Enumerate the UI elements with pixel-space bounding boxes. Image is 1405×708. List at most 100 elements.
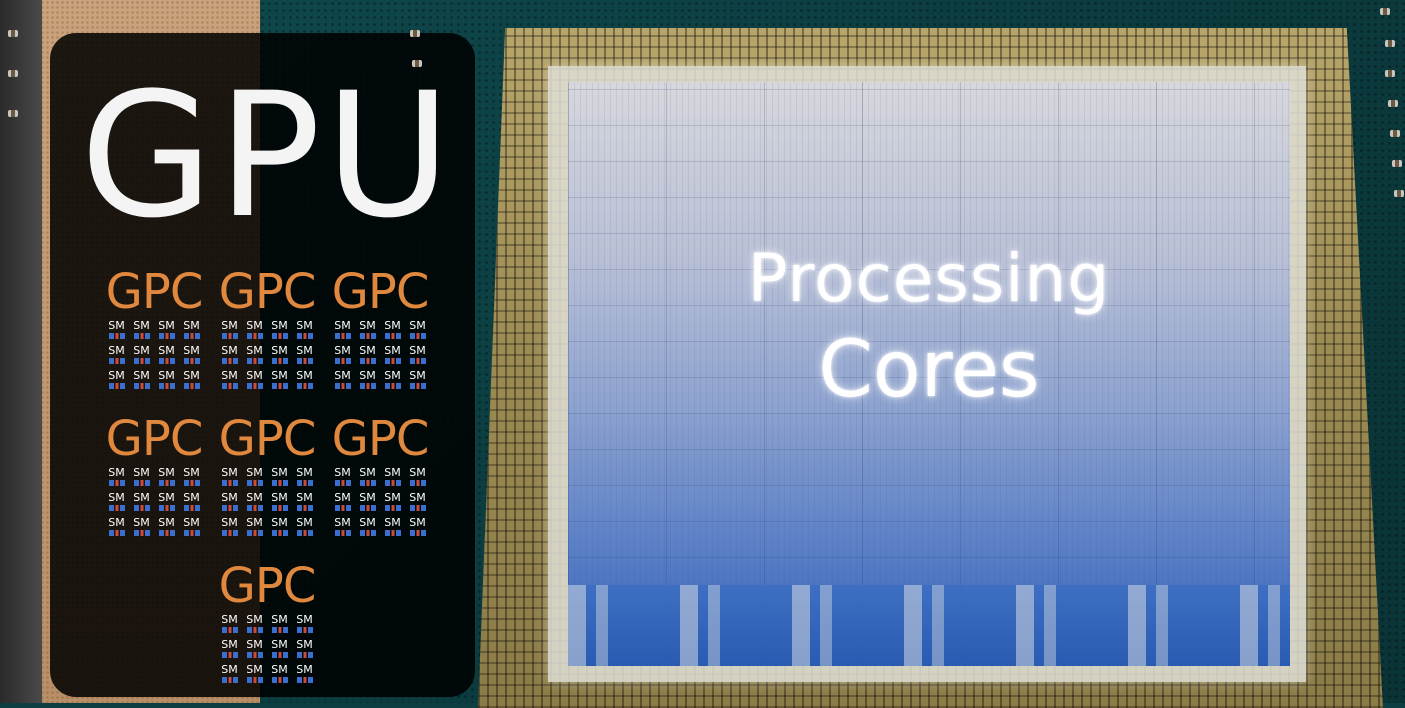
sm-core-icon (296, 627, 313, 633)
smd-component (1385, 40, 1395, 47)
sm-core-icon (359, 530, 376, 536)
sm-label: SM (359, 344, 376, 357)
sm-core-icon (334, 530, 351, 536)
sm-label: SM (384, 369, 401, 382)
sm-unit: SM (105, 370, 129, 395)
sm-label: SM (296, 638, 313, 651)
sm-label: SM (409, 491, 426, 504)
sm-core-icon (108, 383, 125, 389)
sm-core-icon (271, 480, 288, 486)
sm-core-icon (409, 505, 426, 511)
sm-unit: SM (243, 345, 267, 370)
sm-unit: SM (356, 492, 380, 517)
sm-label: SM (246, 344, 263, 357)
sm-unit: SM (268, 345, 292, 370)
sm-unit: SM (406, 517, 430, 542)
sm-label: SM (133, 466, 150, 479)
gpc-label: GPC (331, 411, 430, 467)
sm-unit: SM (268, 639, 292, 664)
sm-core-icon (246, 505, 263, 511)
sm-label: SM (221, 663, 238, 676)
sm-unit: SM (105, 492, 129, 517)
gpc-label: GPC (331, 264, 430, 320)
sm-label: SM (108, 491, 125, 504)
sm-unit: SM (293, 664, 317, 689)
sm-unit: SM (331, 370, 355, 395)
sm-label: SM (183, 466, 200, 479)
sm-core-icon (133, 505, 150, 511)
sm-core-icon (384, 333, 401, 339)
sm-label: SM (334, 344, 351, 357)
sm-core-icon (384, 530, 401, 536)
sm-unit: SM (243, 370, 267, 395)
sm-core-icon (409, 358, 426, 364)
sm-label: SM (334, 516, 351, 529)
sm-unit: SM (268, 664, 292, 689)
sm-unit: SM (381, 370, 405, 395)
sm-label: SM (409, 466, 426, 479)
sm-core-icon (158, 530, 175, 536)
sm-label: SM (246, 319, 263, 332)
sm-label: SM (221, 466, 238, 479)
sm-unit: SM (155, 467, 179, 492)
sm-unit: SM (406, 370, 430, 395)
sm-label: SM (384, 516, 401, 529)
sm-label: SM (133, 369, 150, 382)
sm-label: SM (334, 319, 351, 332)
sm-unit: SM (243, 320, 267, 345)
gpu-architecture-panel (50, 33, 475, 697)
sm-unit: SM (268, 370, 292, 395)
sm-label: SM (359, 491, 376, 504)
sm-unit: SM (331, 492, 355, 517)
sm-label: SM (409, 516, 426, 529)
smd-component (1380, 8, 1390, 15)
sm-label: SM (409, 319, 426, 332)
processing-cores-region (568, 82, 1290, 666)
sm-unit: SM (268, 492, 292, 517)
sm-label: SM (246, 491, 263, 504)
sm-label: SM (334, 369, 351, 382)
sm-label: SM (246, 466, 263, 479)
sm-label: SM (271, 613, 288, 626)
sm-unit: SM (331, 320, 355, 345)
sm-label: SM (158, 369, 175, 382)
sm-label: SM (296, 491, 313, 504)
sm-label: SM (359, 466, 376, 479)
sm-unit: SM (105, 517, 129, 542)
sm-label: SM (221, 319, 238, 332)
sm-unit: SM (243, 614, 267, 639)
sm-core-icon (183, 333, 200, 339)
sm-label: SM (271, 663, 288, 676)
sm-unit: SM (293, 345, 317, 370)
sm-label: SM (246, 638, 263, 651)
sm-unit: SM (130, 492, 154, 517)
sm-core-icon (221, 505, 238, 511)
sm-unit: SM (218, 467, 242, 492)
sm-core-icon (296, 383, 313, 389)
smd-component (1394, 190, 1404, 197)
processing-label: Processing (747, 240, 1111, 317)
sm-unit: SM (381, 517, 405, 542)
sm-core-icon (246, 677, 263, 683)
sm-unit: SM (155, 492, 179, 517)
sm-label: SM (183, 369, 200, 382)
sm-core-icon (409, 530, 426, 536)
sm-label: SM (271, 344, 288, 357)
sm-label: SM (384, 319, 401, 332)
sm-label: SM (108, 466, 125, 479)
sm-core-icon (334, 358, 351, 364)
sm-unit: SM (293, 614, 317, 639)
sm-unit: SM (356, 467, 380, 492)
sm-label: SM (108, 369, 125, 382)
sm-core-icon (246, 383, 263, 389)
sm-unit: SM (381, 467, 405, 492)
sm-label: SM (334, 491, 351, 504)
sm-label: SM (359, 516, 376, 529)
gpc-label: GPC (105, 264, 204, 320)
sm-unit: SM (218, 370, 242, 395)
